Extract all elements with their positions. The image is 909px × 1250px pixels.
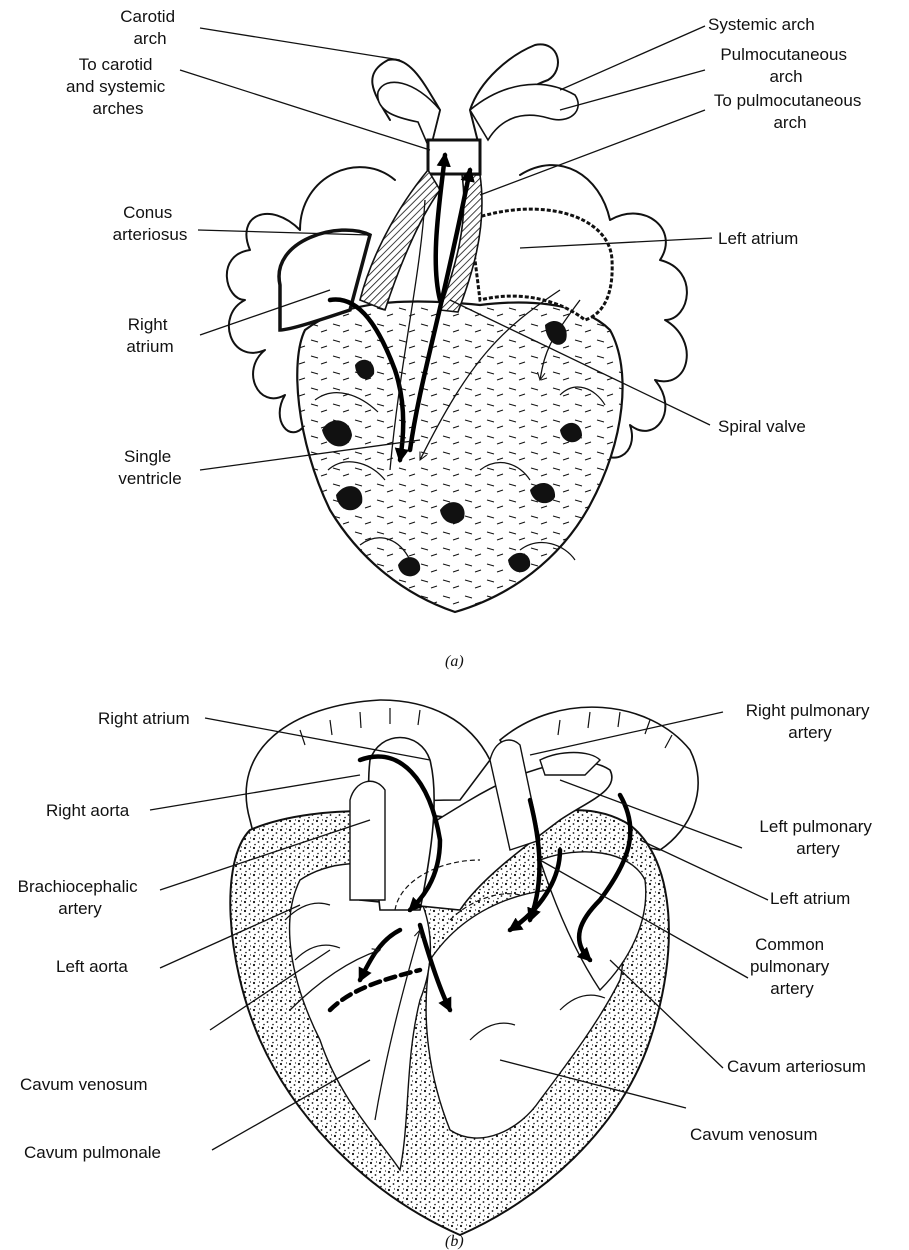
label-single-ventricle: Single ventricle bbox=[118, 447, 181, 488]
label-left-aorta: Left aorta bbox=[56, 957, 128, 976]
label-cavum-venosum-right: Cavum venosum bbox=[690, 1125, 818, 1144]
figure-a: (a) bbox=[180, 26, 712, 670]
label-cavum-venosum-left: Cavum venosum bbox=[20, 1075, 148, 1094]
label-right-pulmonary-artery: Right pulmonary artery bbox=[746, 701, 875, 742]
label-cavum-arteriosum: Cavum arteriosum bbox=[727, 1057, 866, 1076]
label-spiral-valve: Spiral valve bbox=[718, 417, 806, 436]
figure-b: (b) bbox=[150, 700, 768, 1250]
label-pulmocutaneous-arch: Pulmocutaneous arch bbox=[720, 45, 851, 86]
systemic-arch-shape bbox=[470, 84, 578, 140]
label-left-atrium-a: Left atrium bbox=[718, 229, 798, 248]
label-brachiocephalic-artery: Brachiocephalic artery bbox=[18, 877, 143, 918]
label-right-atrium-a: Right atrium bbox=[126, 315, 173, 356]
label-common-pulmonary-artery: Common pulmonary artery bbox=[750, 935, 834, 998]
label-systemic-arch: Systemic arch bbox=[708, 15, 815, 34]
label-left-atrium-b: Left atrium bbox=[770, 889, 850, 908]
label-to-carotid-systemic: To carotid and systemic arches bbox=[66, 55, 170, 118]
label-right-aorta: Right aorta bbox=[46, 801, 130, 820]
conus-box bbox=[428, 140, 480, 174]
label-left-pulmonary-artery: Left pulmonary artery bbox=[759, 817, 876, 858]
caption-a: (a) bbox=[445, 653, 464, 670]
label-cavum-pulmonale: Cavum pulmonale bbox=[24, 1143, 161, 1162]
spiral-valve-shape bbox=[440, 175, 482, 312]
ventricle-body bbox=[297, 301, 622, 612]
label-right-atrium-b: Right atrium bbox=[98, 709, 190, 728]
label-carotid-arch: Carotid arch bbox=[120, 7, 180, 48]
label-to-pulmocutaneous-arch: To pulmocutaneous arch bbox=[714, 91, 866, 132]
brachiocephalic-shape bbox=[350, 781, 385, 900]
conus-arteriosus bbox=[360, 170, 440, 310]
label-conus-arteriosus: Conus arteriosus bbox=[113, 203, 188, 244]
caption-b: (b) bbox=[445, 1233, 464, 1250]
